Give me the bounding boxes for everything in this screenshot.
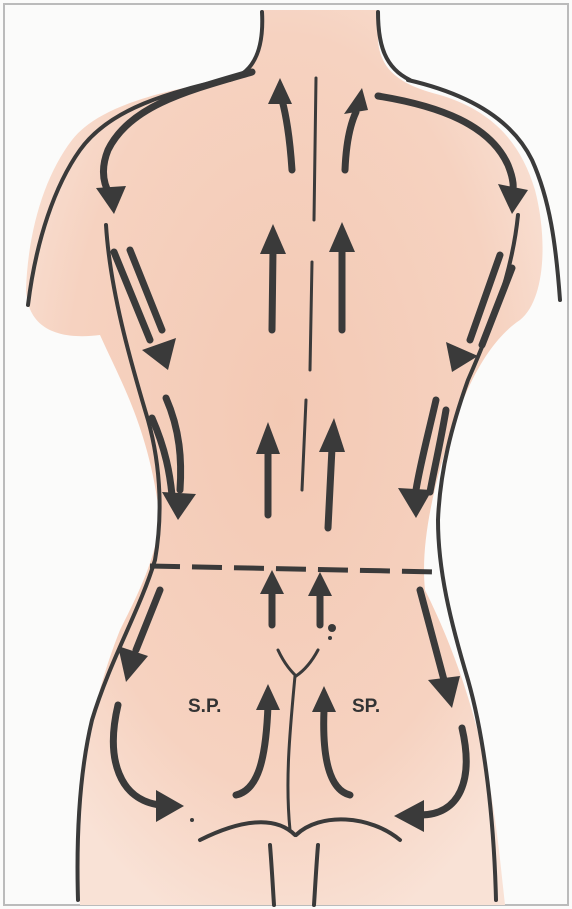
ink-dot-right [328,636,332,640]
ink-dot-left [190,818,194,822]
sp-label-left: S.P. [188,696,221,717]
spine-middle [310,262,312,370]
sp-label-right: SP. [352,696,380,717]
ink-spot [328,624,336,632]
spine-upper [314,78,316,220]
